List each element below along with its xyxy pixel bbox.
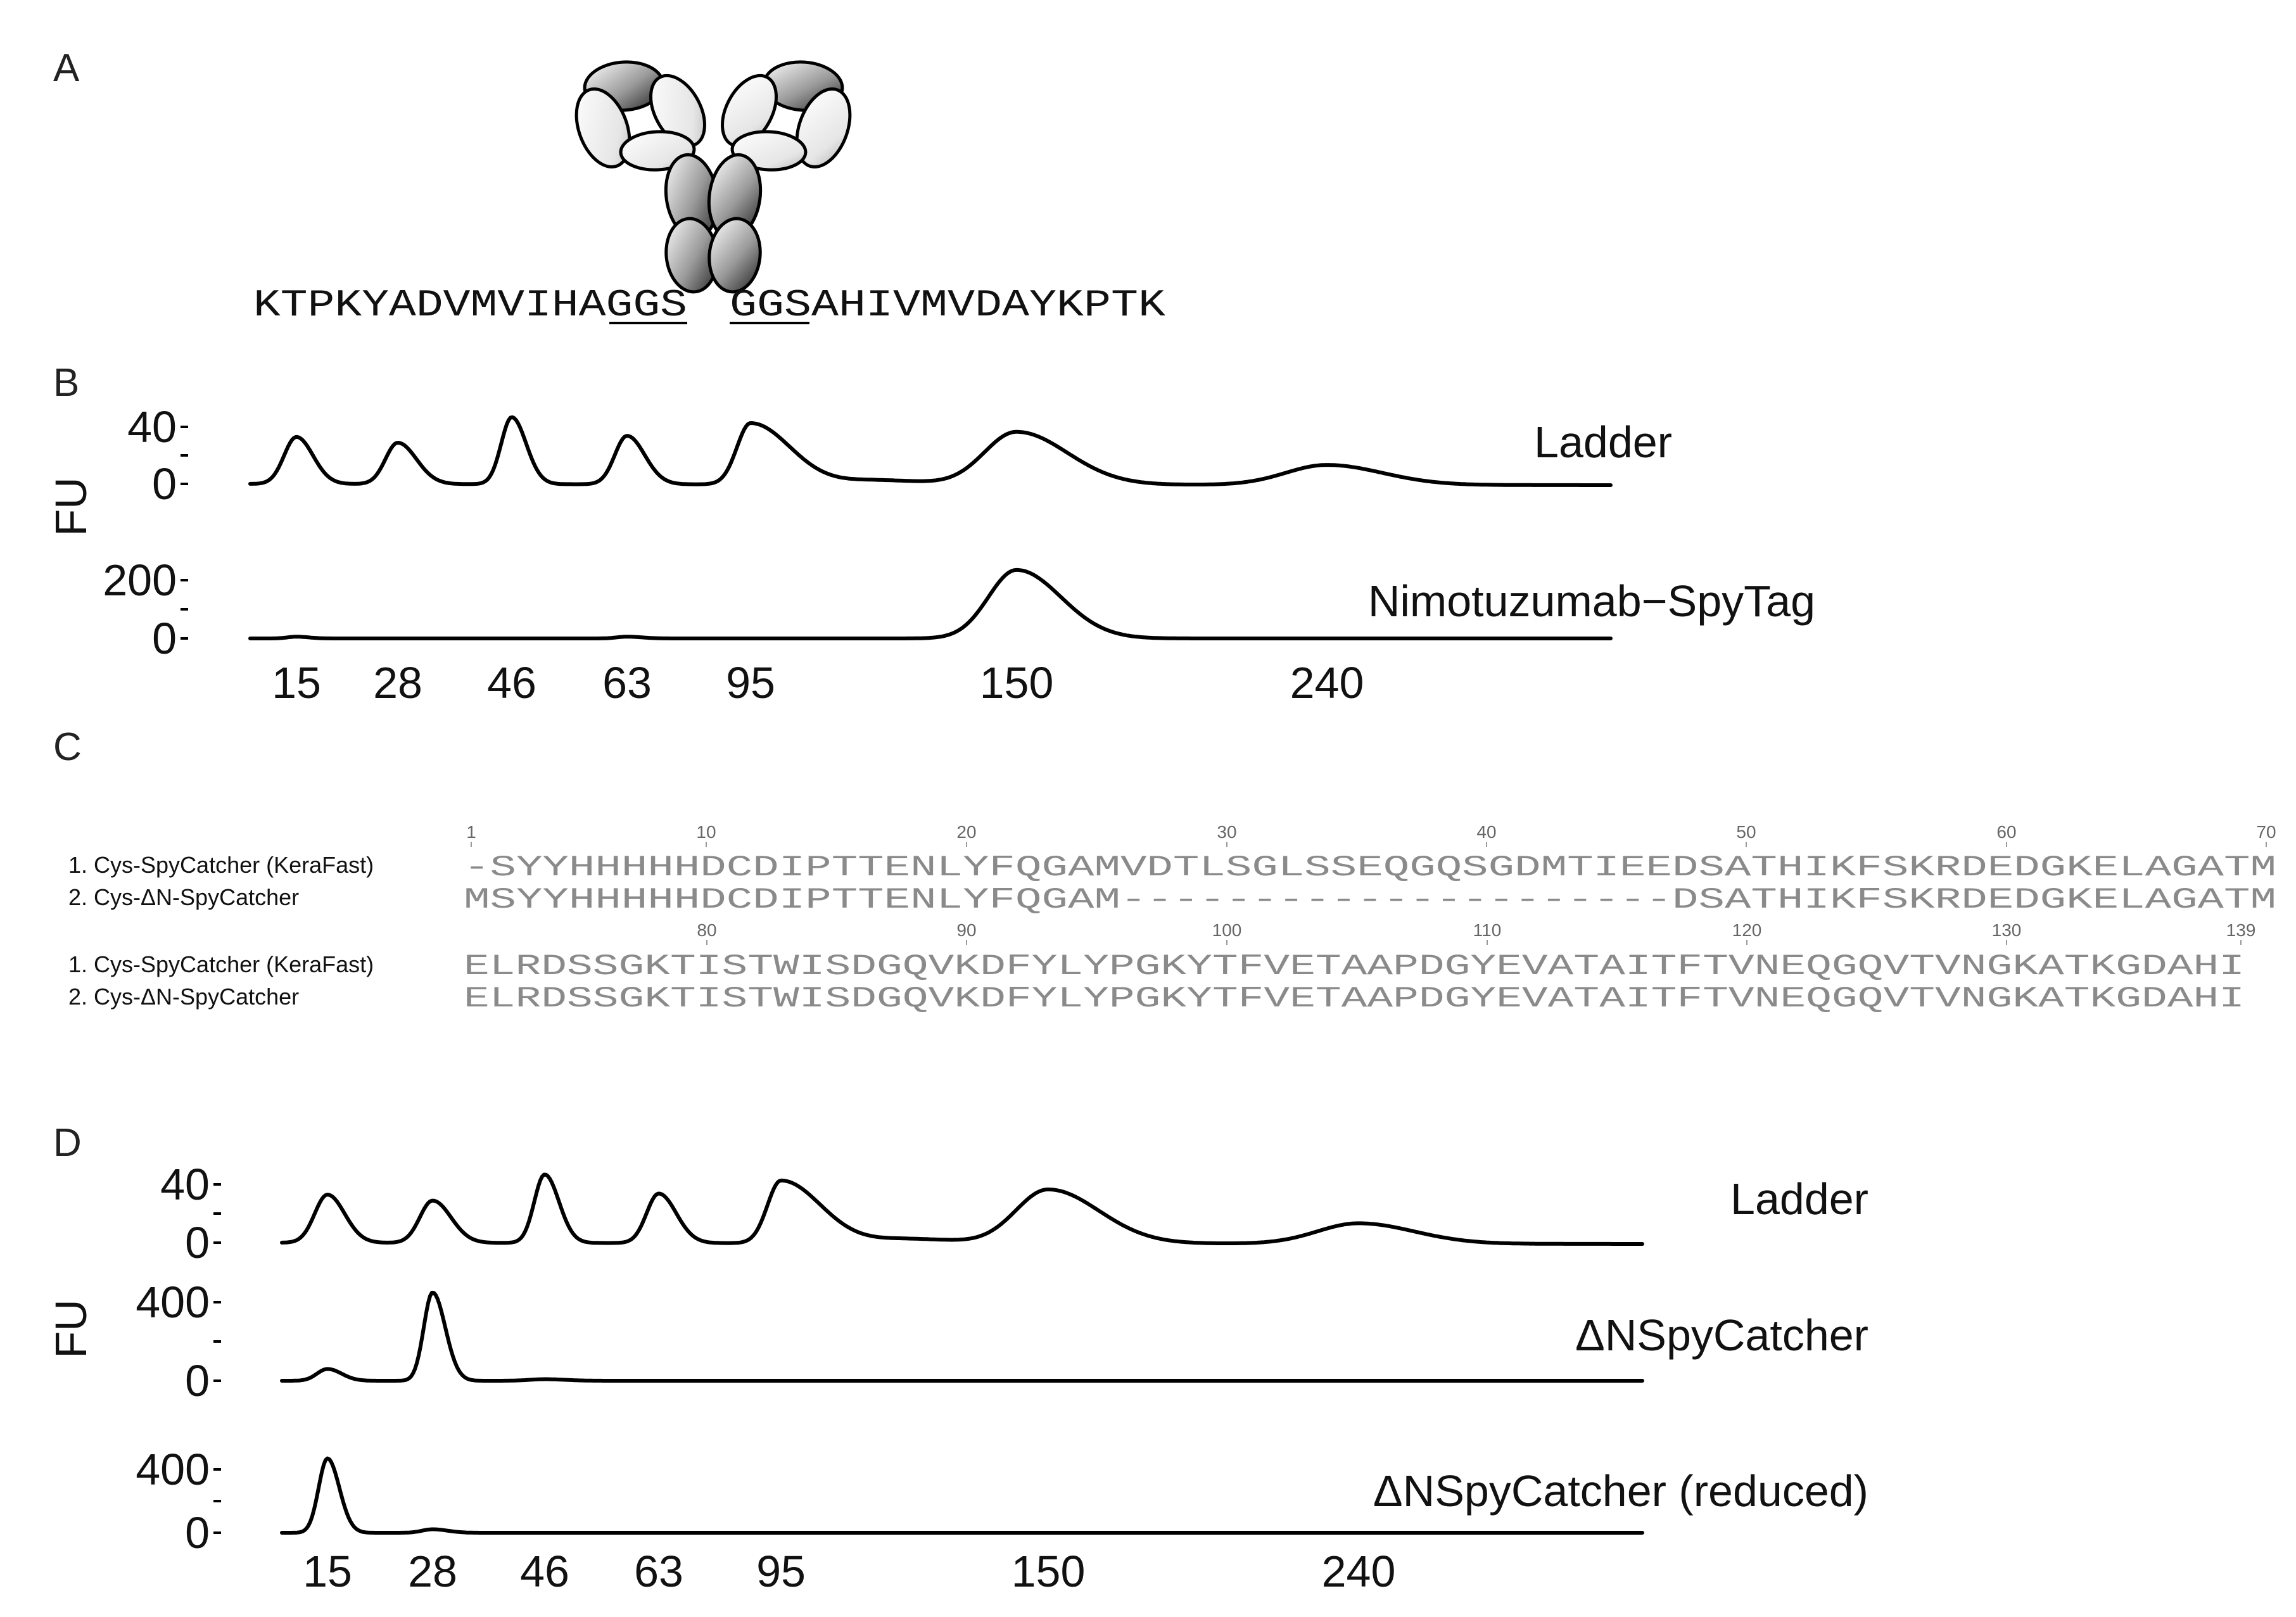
y-tick-label: 200 — [103, 555, 177, 605]
trace-line — [248, 568, 1613, 640]
y-tick-label: 0 — [185, 1218, 210, 1267]
trace-1: 40 0 Ladder — [160, 1160, 1868, 1267]
position-number: 40 — [1476, 822, 1496, 842]
x-tick-label: 28 — [373, 658, 422, 707]
series-label: ΔNSpyCatcher (reduced) — [1373, 1466, 1868, 1516]
trace-2: 400 0 ΔNSpyCatcher — [136, 1278, 1868, 1405]
position-number: 70 — [2256, 822, 2276, 842]
y-tick-label: 0 — [152, 459, 177, 509]
spytag-left-plain: KTPKYADVMVIHA — [253, 284, 606, 327]
position-number: 60 — [1996, 822, 2016, 842]
y-tick-label: 0 — [152, 614, 177, 663]
alignment-name-1: 1. Cys-SpyCatcher (KeraFast) — [68, 951, 374, 977]
trace-1: 40 0 Ladder — [127, 402, 1672, 509]
alignment-seq-2: ELRDSSGKTISTWISDGQVKDFYLYPGKYTFVETAAPDGY… — [464, 982, 2245, 1015]
x-tick-label: 46 — [487, 658, 536, 707]
position-number: 110 — [1473, 920, 1502, 940]
x-tick-label: 15 — [272, 658, 321, 707]
x-tick-label: 63 — [602, 658, 652, 707]
linker-right: GGS — [730, 284, 811, 327]
x-tick-label: 15 — [303, 1547, 352, 1596]
position-number: 90 — [956, 920, 976, 940]
position-number: 1 — [466, 822, 476, 842]
antibody-illustration — [574, 60, 852, 294]
panel-d: D FU 400Ladder4000ΔNSpyCatcher4000ΔNSpyC… — [46, 1121, 1868, 1596]
trace-line — [280, 1456, 1644, 1535]
position-number: 50 — [1736, 822, 1756, 842]
trace-line — [280, 1172, 1644, 1246]
alignment-name-1: 1. Cys-SpyCatcher (KeraFast) — [68, 852, 374, 878]
x-tick-label: 150 — [1012, 1547, 1086, 1596]
chart-d: 400Ladder4000ΔNSpyCatcher4000ΔNSpyCatche… — [136, 1160, 1868, 1596]
y-tick-label: 40 — [160, 1160, 210, 1209]
series-label: ΔNSpyCatcher — [1575, 1310, 1868, 1360]
alignment-block-1: 1 10 20 30 40 50 60 70 1. Cys-SpyCatcher (KeraF… — [68, 822, 2276, 916]
trace-2: 200 0 Nimotuzumab−SpyTag — [103, 555, 1815, 663]
series-label: Ladder — [1534, 417, 1672, 467]
position-number: 10 — [696, 822, 716, 842]
y-tick-label: 0 — [185, 1356, 210, 1405]
position-number: 80 — [697, 920, 716, 940]
x-tick-label: 28 — [408, 1547, 457, 1596]
series-label: Ladder — [1730, 1174, 1868, 1224]
panel-letter-a: A — [53, 46, 80, 90]
alignment-seq-1: -SYYHHHHHDCDIPTTENLYFQGAMVDTLSGLSSEQGQSG… — [464, 851, 2276, 884]
x-tick-label: 240 — [1322, 1547, 1396, 1596]
position-number: 30 — [1217, 822, 1236, 842]
x-tick-label: 95 — [726, 658, 775, 707]
panel-letter-c: C — [53, 725, 82, 769]
spytag-right-plain: AHIVMVDAYKPTK — [811, 284, 1165, 327]
y-tick-label: 40 — [127, 402, 177, 452]
position-number: 20 — [956, 822, 976, 842]
alignment-name-2: 2. Cys-ΔN-SpyCatcher — [68, 984, 299, 1010]
x-axis-ticks: 15 28 46 63 95 150 240 — [272, 658, 1364, 707]
alignment-block-2: 80 90 100 110 120 130 139 1. Cys-SpyCatcher (K… — [68, 920, 2255, 1015]
x-tick-label: 63 — [634, 1547, 683, 1596]
y-tick-label: 400 — [136, 1445, 210, 1494]
position-ruler: 1 10 20 30 40 50 60 70 — [466, 822, 2276, 847]
alignment-name-2: 2. Cys-ΔN-SpyCatcher — [68, 884, 299, 910]
antibody-domain — [721, 73, 778, 148]
x-axis-ticks: 15 28 46 63 95 150 240 — [303, 1547, 1395, 1596]
y-axis-label: FU — [46, 1299, 96, 1358]
position-ruler: 80 90 100 110 120 130 139 — [697, 920, 2255, 945]
series-label: Nimotuzumab−SpyTag — [1368, 576, 1815, 626]
linker-left: GGS — [606, 284, 687, 327]
alignment-seq-2: MSYYHHHHHDCDIPTTENLYFQGAM---------------… — [464, 884, 2276, 916]
x-tick-label: 46 — [520, 1547, 569, 1596]
y-tick-label: 0 — [185, 1508, 210, 1557]
position-number: 130 — [1992, 920, 2022, 940]
antibody-domain — [649, 73, 706, 148]
antibody-domain — [795, 87, 852, 169]
trace-3: 400 0 ΔNSpyCatcher (reduced) — [136, 1445, 1868, 1557]
trace-line — [248, 415, 1613, 487]
y-tick-label: 400 — [136, 1278, 210, 1327]
panel-letter-b: B — [53, 361, 79, 405]
position-number: 100 — [1212, 920, 1242, 940]
alignment-seq-1: ELRDSSGKTISTWISDGQVKDFYLYPGKYTFVETAAPDGY… — [464, 950, 2245, 983]
antibody-domain — [707, 217, 762, 294]
position-number: 139 — [2226, 920, 2256, 940]
trace-line — [280, 1290, 1644, 1383]
x-tick-label: 150 — [980, 658, 1054, 707]
panel-letter-d: D — [53, 1121, 82, 1165]
x-tick-label: 95 — [756, 1547, 806, 1596]
antibody-domain — [574, 87, 631, 169]
position-number: 120 — [1732, 920, 1762, 940]
y-axis-label: FU — [46, 477, 96, 536]
x-tick-label: 240 — [1290, 658, 1364, 707]
